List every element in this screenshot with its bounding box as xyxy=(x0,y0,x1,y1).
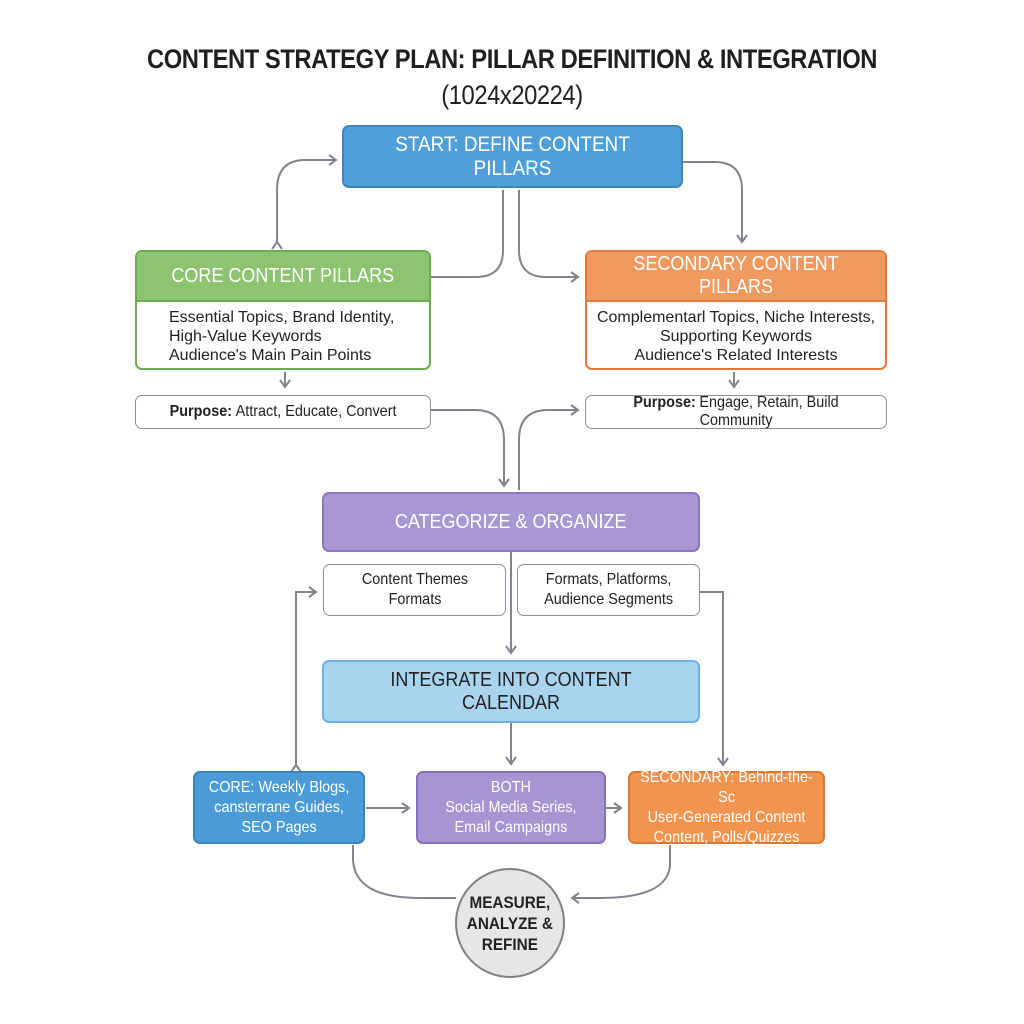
measure-analyze-refine-node: MEASURE, ANALYZE & REFINE xyxy=(455,868,565,978)
core-pillars-title: CORE CONTENT PILLARS xyxy=(171,264,395,287)
start-node: START: DEFINE CONTENT PILLARS xyxy=(342,125,683,188)
connector-purpose-core-to-categorize xyxy=(431,409,510,488)
secondary-output-line: SECONDARY: Behind-the-Sc xyxy=(640,768,813,806)
secondary-pillars-title: SECONDARY CONTENT PILLARS xyxy=(633,253,839,298)
core-pillars-line: High-Value Keywords xyxy=(169,328,322,345)
categorize-node: CATEGORIZE & ORGANIZE xyxy=(322,492,700,552)
content-themes-line: Formats xyxy=(388,591,441,608)
core-pillars-header: CORE CONTENT PILLARS xyxy=(137,252,429,302)
core-purpose-label: Purpose: xyxy=(169,403,232,420)
both-output-line: Email Campaigns xyxy=(454,818,568,836)
secondary-output-line: Content, Polls/Quizzes xyxy=(653,828,800,846)
secondary-pillars-line: Complementarl Topics, Niche Interests, xyxy=(596,309,876,326)
diagram-title: CONTENT STRATEGY PLAN: PILLAR DEFINITION… xyxy=(147,44,877,74)
connector-start-core-loop xyxy=(271,154,338,250)
connector-start-secondary-loop xyxy=(683,161,748,244)
formats-platforms-node: Formats, Platforms, Audience Segments xyxy=(517,564,700,616)
secondary-purpose-text: Engage, Retain, Build Community xyxy=(699,394,839,429)
core-output-line: SEO Pages xyxy=(241,818,317,836)
secondary-pillars-line: Audience's Related Interests xyxy=(634,347,838,364)
secondary-purpose-label: Purpose: xyxy=(633,394,696,411)
core-pillars-line: Essential Topics, Brand Identity, xyxy=(169,309,395,326)
core-purpose-node: Purpose:Attract, Educate, Convert xyxy=(135,395,431,429)
both-output-node: BOTH Social Media Series, Email Campaign… xyxy=(416,771,606,844)
core-purpose-text: Attract, Educate, Convert xyxy=(235,403,397,420)
core-pillars-node: CORE CONTENT PILLARS Essential Topics, B… xyxy=(135,250,431,370)
core-pillars-line: Audience's Main Pain Points xyxy=(169,347,372,364)
content-themes-line: Content Themes xyxy=(361,571,468,588)
formats-platforms-line: Audience Segments xyxy=(544,591,673,608)
measure-line: MEASURE, xyxy=(469,892,551,912)
core-pillars-body: Essential Topics, Brand Identity, High-V… xyxy=(137,302,429,365)
connector-secondary-to-measure xyxy=(570,845,671,904)
content-themes-node: Content Themes Formats xyxy=(323,564,506,616)
core-output-line: cansterrane Guides, xyxy=(214,798,344,816)
connector-core-to-measure xyxy=(352,845,456,899)
formats-platforms-line: Formats, Platforms, xyxy=(545,571,672,588)
secondary-pillars-line: Supporting Keywords xyxy=(659,328,813,345)
secondary-output-line: User-Generated Content xyxy=(647,808,806,826)
secondary-output-node: SECONDARY: Behind-the-Sc User-Generated … xyxy=(628,768,825,846)
diagram-subtitle: (1024x20224) xyxy=(441,80,583,110)
measure-line: REFINE xyxy=(481,934,539,954)
connector-formats-to-secondary xyxy=(700,591,729,767)
secondary-purpose-node: Purpose:Engage, Retain, Build Community xyxy=(585,394,887,429)
start-node-label: START: DEFINE CONTENT PILLARS xyxy=(395,132,630,180)
secondary-pillars-body: Complementarl Topics, Niche Interests, S… xyxy=(587,302,885,365)
secondary-pillars-header: SECONDARY CONTENT PILLARS xyxy=(587,252,885,302)
secondary-pillars-node: SECONDARY CONTENT PILLARS Complementarl … xyxy=(585,250,887,370)
integrate-calendar-label: INTEGRATE INTO CONTENT CALENDAR xyxy=(390,668,632,714)
core-output-line: CORE: Weekly Blogs, xyxy=(208,778,350,796)
core-output-node: CORE: Weekly Blogs, cansterrane Guides, … xyxy=(193,771,365,844)
measure-line: ANALYZE & xyxy=(466,913,554,933)
integrate-calendar-node: INTEGRATE INTO CONTENT CALENDAR xyxy=(322,660,700,723)
connector-themes-loop xyxy=(290,586,318,773)
both-output-line: Social Media Series, xyxy=(445,798,577,816)
connector-start-to-core xyxy=(431,190,504,278)
categorize-label: CATEGORIZE & ORGANIZE xyxy=(395,510,627,533)
both-output-line: BOTH xyxy=(490,778,531,796)
connector-categorize-to-purpose-secondary xyxy=(518,404,580,490)
connector-start-to-secondary xyxy=(518,190,580,283)
